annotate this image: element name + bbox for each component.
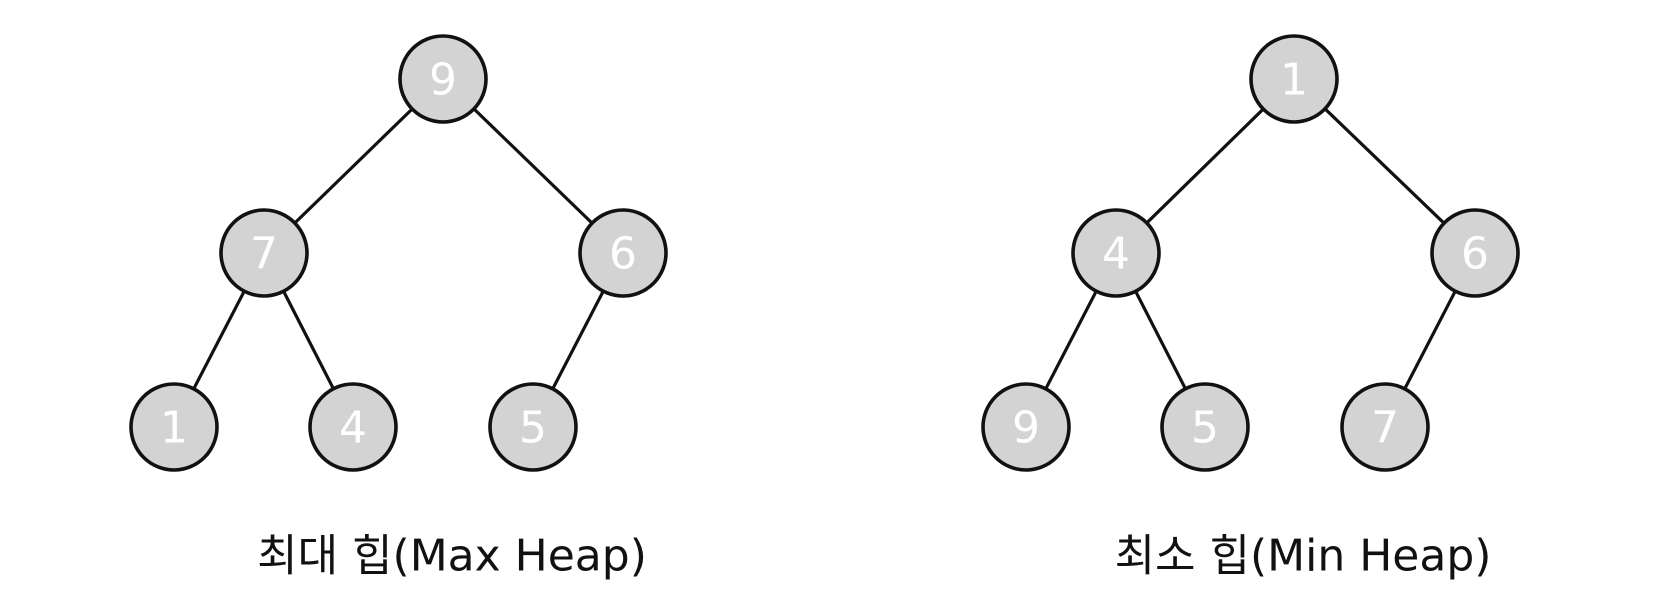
min-heap-node-circle bbox=[1249, 34, 1339, 124]
min-heap-node-circle bbox=[1160, 382, 1250, 472]
min-heap-node: 5 bbox=[1160, 382, 1250, 472]
min-heap-node: 4 bbox=[1071, 208, 1161, 298]
min-heap-node: 1 bbox=[1249, 34, 1339, 124]
min-heap-node-label: 9 bbox=[1012, 403, 1040, 454]
max-heap-edge bbox=[472, 107, 594, 225]
max-heap-node-label: 5 bbox=[519, 403, 547, 454]
max-heap-node-circle bbox=[129, 382, 219, 472]
min-heap-edge bbox=[1323, 107, 1446, 225]
max-heap-node-circle bbox=[219, 208, 309, 298]
max-heap-node: 7 bbox=[219, 208, 309, 298]
max-heap-edge bbox=[551, 290, 605, 390]
min-heap-node-circle bbox=[1430, 208, 1520, 298]
max-heap-edges bbox=[192, 107, 605, 390]
min-heap-edges bbox=[1044, 107, 1457, 390]
max-heap-node: 9 bbox=[398, 34, 488, 124]
max-heap-node-label: 1 bbox=[160, 403, 188, 454]
min-heap-node-label: 1 bbox=[1280, 55, 1308, 106]
max-heap-node-label: 7 bbox=[250, 229, 278, 280]
max-heap-caption: 최대 힙(Max Heap) bbox=[257, 531, 647, 582]
min-heap-nodes: 1 4 6 9 5 7 bbox=[981, 34, 1520, 472]
max-heap-node-circle bbox=[308, 382, 398, 472]
min-heap-caption: 최소 힙(Min Heap) bbox=[1115, 531, 1492, 582]
min-heap-node: 6 bbox=[1430, 208, 1520, 298]
min-heap-edge bbox=[1403, 290, 1457, 390]
min-heap-edge bbox=[1044, 290, 1098, 390]
max-heap-edge bbox=[293, 107, 414, 225]
min-heap-node: 9 bbox=[981, 382, 1071, 472]
min-heap-node-label: 5 bbox=[1191, 403, 1219, 454]
max-heap-node-label: 6 bbox=[609, 229, 637, 280]
min-heap-node-circle bbox=[1071, 208, 1161, 298]
max-heap-node-label: 9 bbox=[429, 55, 457, 106]
max-heap-node-label: 4 bbox=[339, 403, 367, 454]
max-heap-node-circle bbox=[398, 34, 488, 124]
min-heap-edge bbox=[1134, 290, 1187, 390]
max-heap-edge bbox=[282, 290, 335, 390]
min-heap-edge bbox=[1145, 107, 1265, 225]
min-heap-node-label: 6 bbox=[1461, 229, 1489, 280]
min-heap-node-circle bbox=[981, 382, 1071, 472]
max-heap-node: 4 bbox=[308, 382, 398, 472]
min-heap-node-circle bbox=[1340, 382, 1430, 472]
max-heap-node-circle bbox=[578, 208, 668, 298]
min-heap-node: 7 bbox=[1340, 382, 1430, 472]
max-heap-edge bbox=[192, 290, 246, 390]
max-heap-nodes: 9 7 6 1 4 5 bbox=[129, 34, 668, 472]
min-heap-tree: 1 4 6 9 5 7 최소 힙(Min Heap) bbox=[981, 34, 1520, 582]
max-heap-node: 1 bbox=[129, 382, 219, 472]
max-heap-node: 6 bbox=[578, 208, 668, 298]
min-heap-node-label: 4 bbox=[1102, 229, 1130, 280]
max-heap-node-circle bbox=[488, 382, 578, 472]
max-heap-tree: 9 7 6 1 4 5 최대 힙(Max Heap) bbox=[129, 34, 668, 582]
max-heap-node: 5 bbox=[488, 382, 578, 472]
min-heap-node-label: 7 bbox=[1371, 403, 1399, 454]
